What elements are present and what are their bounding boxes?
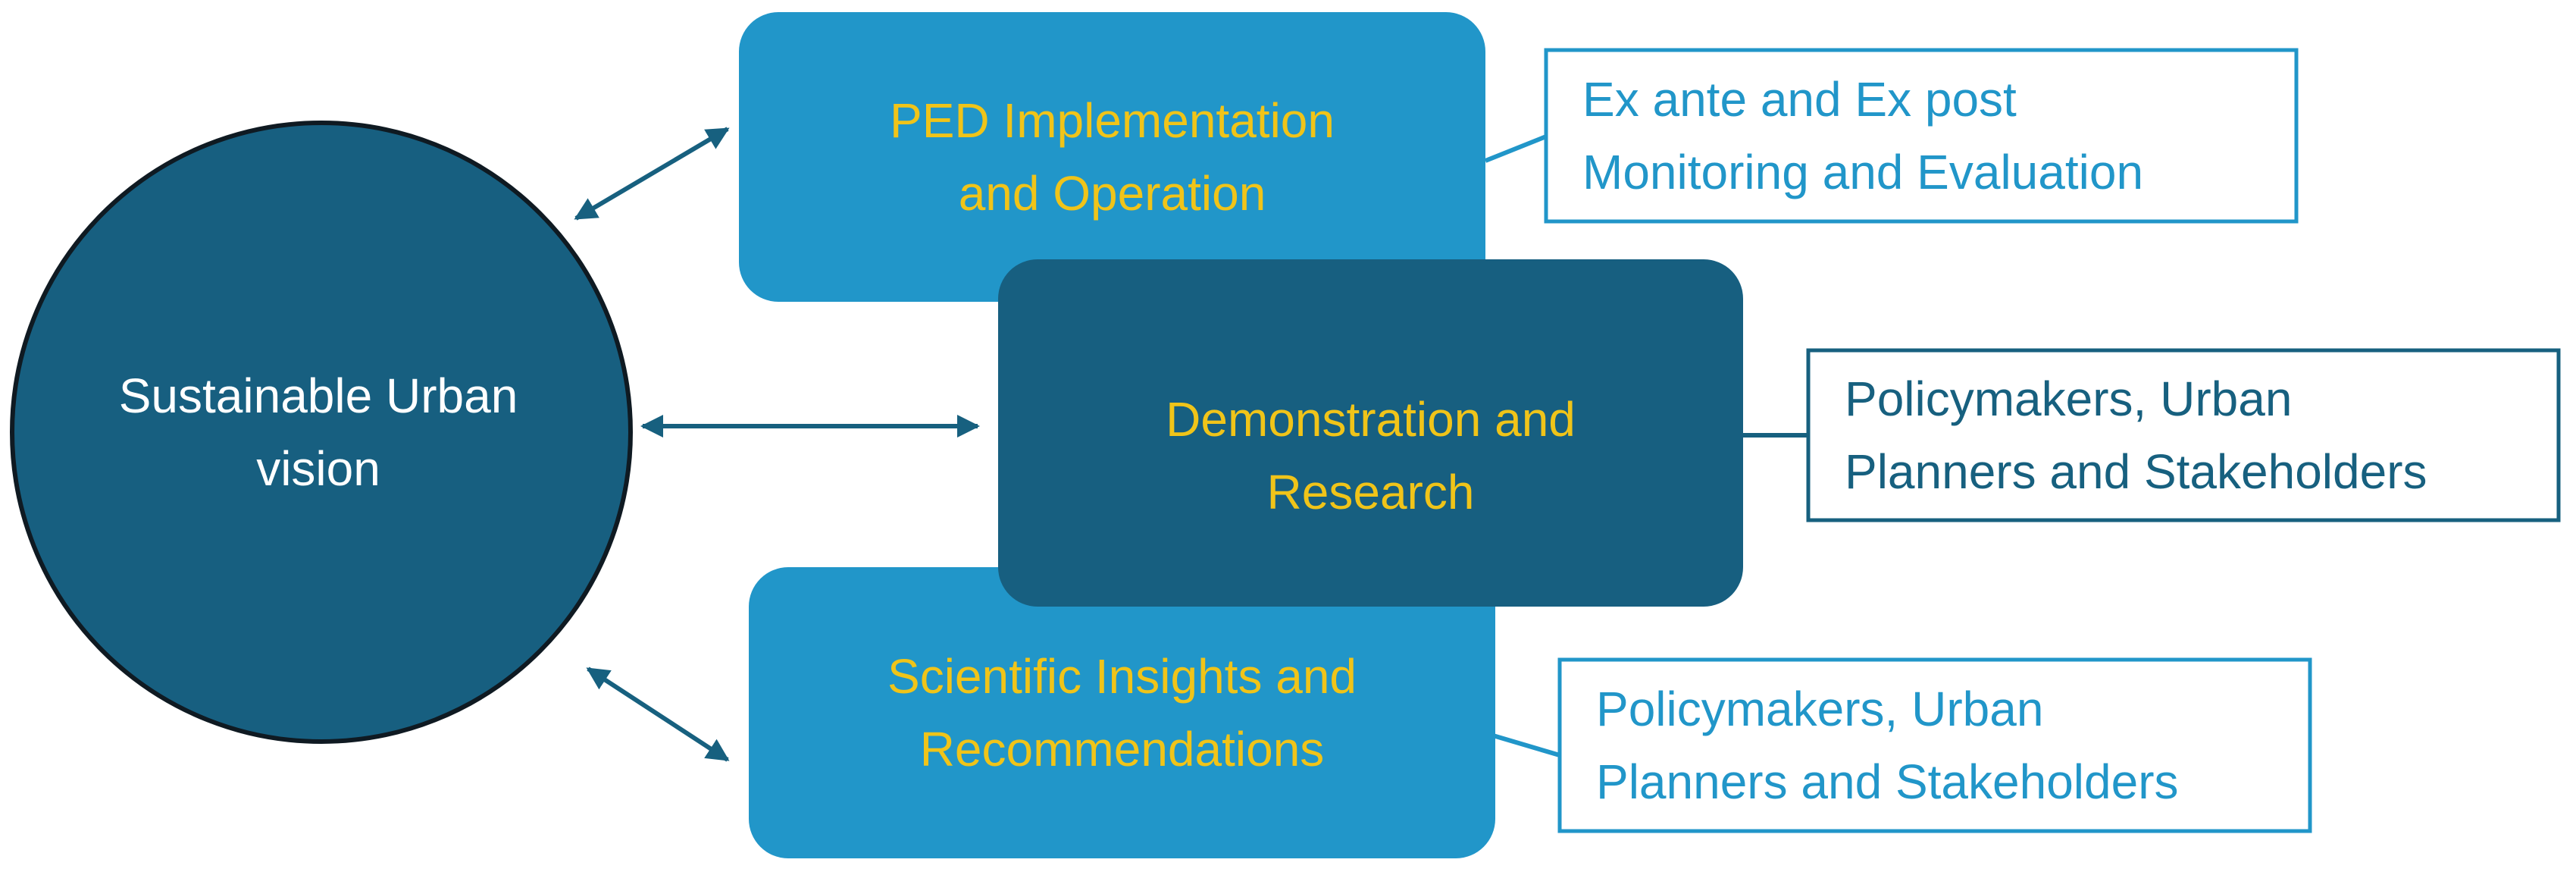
vision-circle <box>10 121 633 744</box>
arrow-vision-sci <box>586 667 730 762</box>
monitoring-box <box>1544 48 2299 224</box>
arrow-vision-ped <box>574 127 730 221</box>
connector-sci-stakeholders <box>1492 733 1560 758</box>
sci-box <box>749 567 1495 858</box>
stakeholders-demo-box <box>1806 348 2561 522</box>
ped-box <box>739 12 1485 302</box>
connector-ped-monitoring <box>1484 134 1548 163</box>
demo-box <box>998 259 1743 607</box>
stakeholders-sci-box <box>1557 657 2312 833</box>
